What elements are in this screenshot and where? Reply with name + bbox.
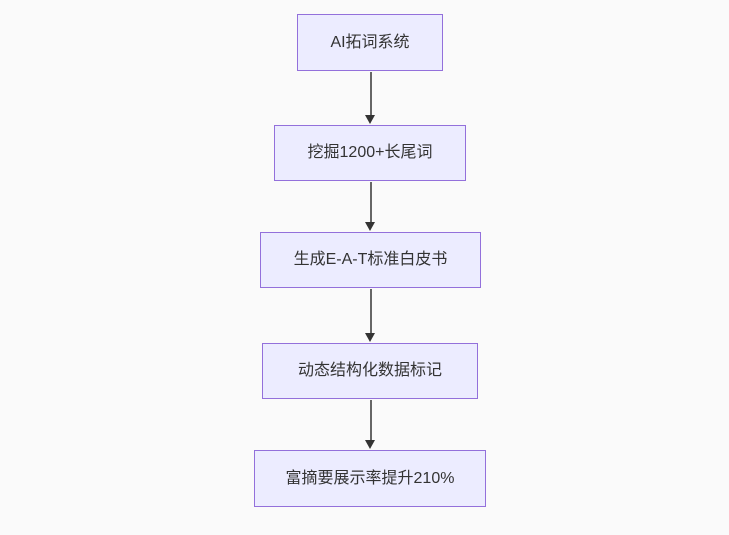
node-label: 挖掘1200+长尾词: [307, 144, 433, 161]
arrowhead-down-icon: [365, 440, 375, 449]
node-label: 生成E-A-T标准白皮书: [293, 251, 448, 268]
flow-arrow-2: [364, 182, 377, 231]
arrowhead-down-icon: [365, 115, 375, 124]
node-label: 动态结构化数据标记: [297, 362, 442, 379]
arrow-line: [369, 72, 372, 118]
flowchart-node-rich-snippet-result: 富摘要展示率提升210%: [254, 450, 486, 507]
flow-arrow-1: [364, 72, 377, 124]
flowchart-node-ai-expansion: AI拓词系统: [297, 14, 443, 71]
flowchart-node-structured-data: 动态结构化数据标记: [262, 343, 478, 399]
arrow-line: [369, 182, 372, 225]
arrowhead-down-icon: [365, 222, 375, 231]
flow-arrow-4: [364, 400, 377, 449]
arrowhead-down-icon: [365, 333, 375, 342]
node-label: 富摘要展示率提升210%: [285, 469, 455, 487]
arrow-line: [369, 400, 372, 443]
flow-arrow-3: [364, 289, 377, 342]
arrow-line: [369, 289, 372, 336]
flowchart-node-eat-whitepaper: 生成E-A-T标准白皮书: [260, 232, 481, 288]
node-label: AI拓词系统: [330, 33, 410, 51]
flowchart-node-longtail-mining: 挖掘1200+长尾词: [274, 125, 466, 181]
